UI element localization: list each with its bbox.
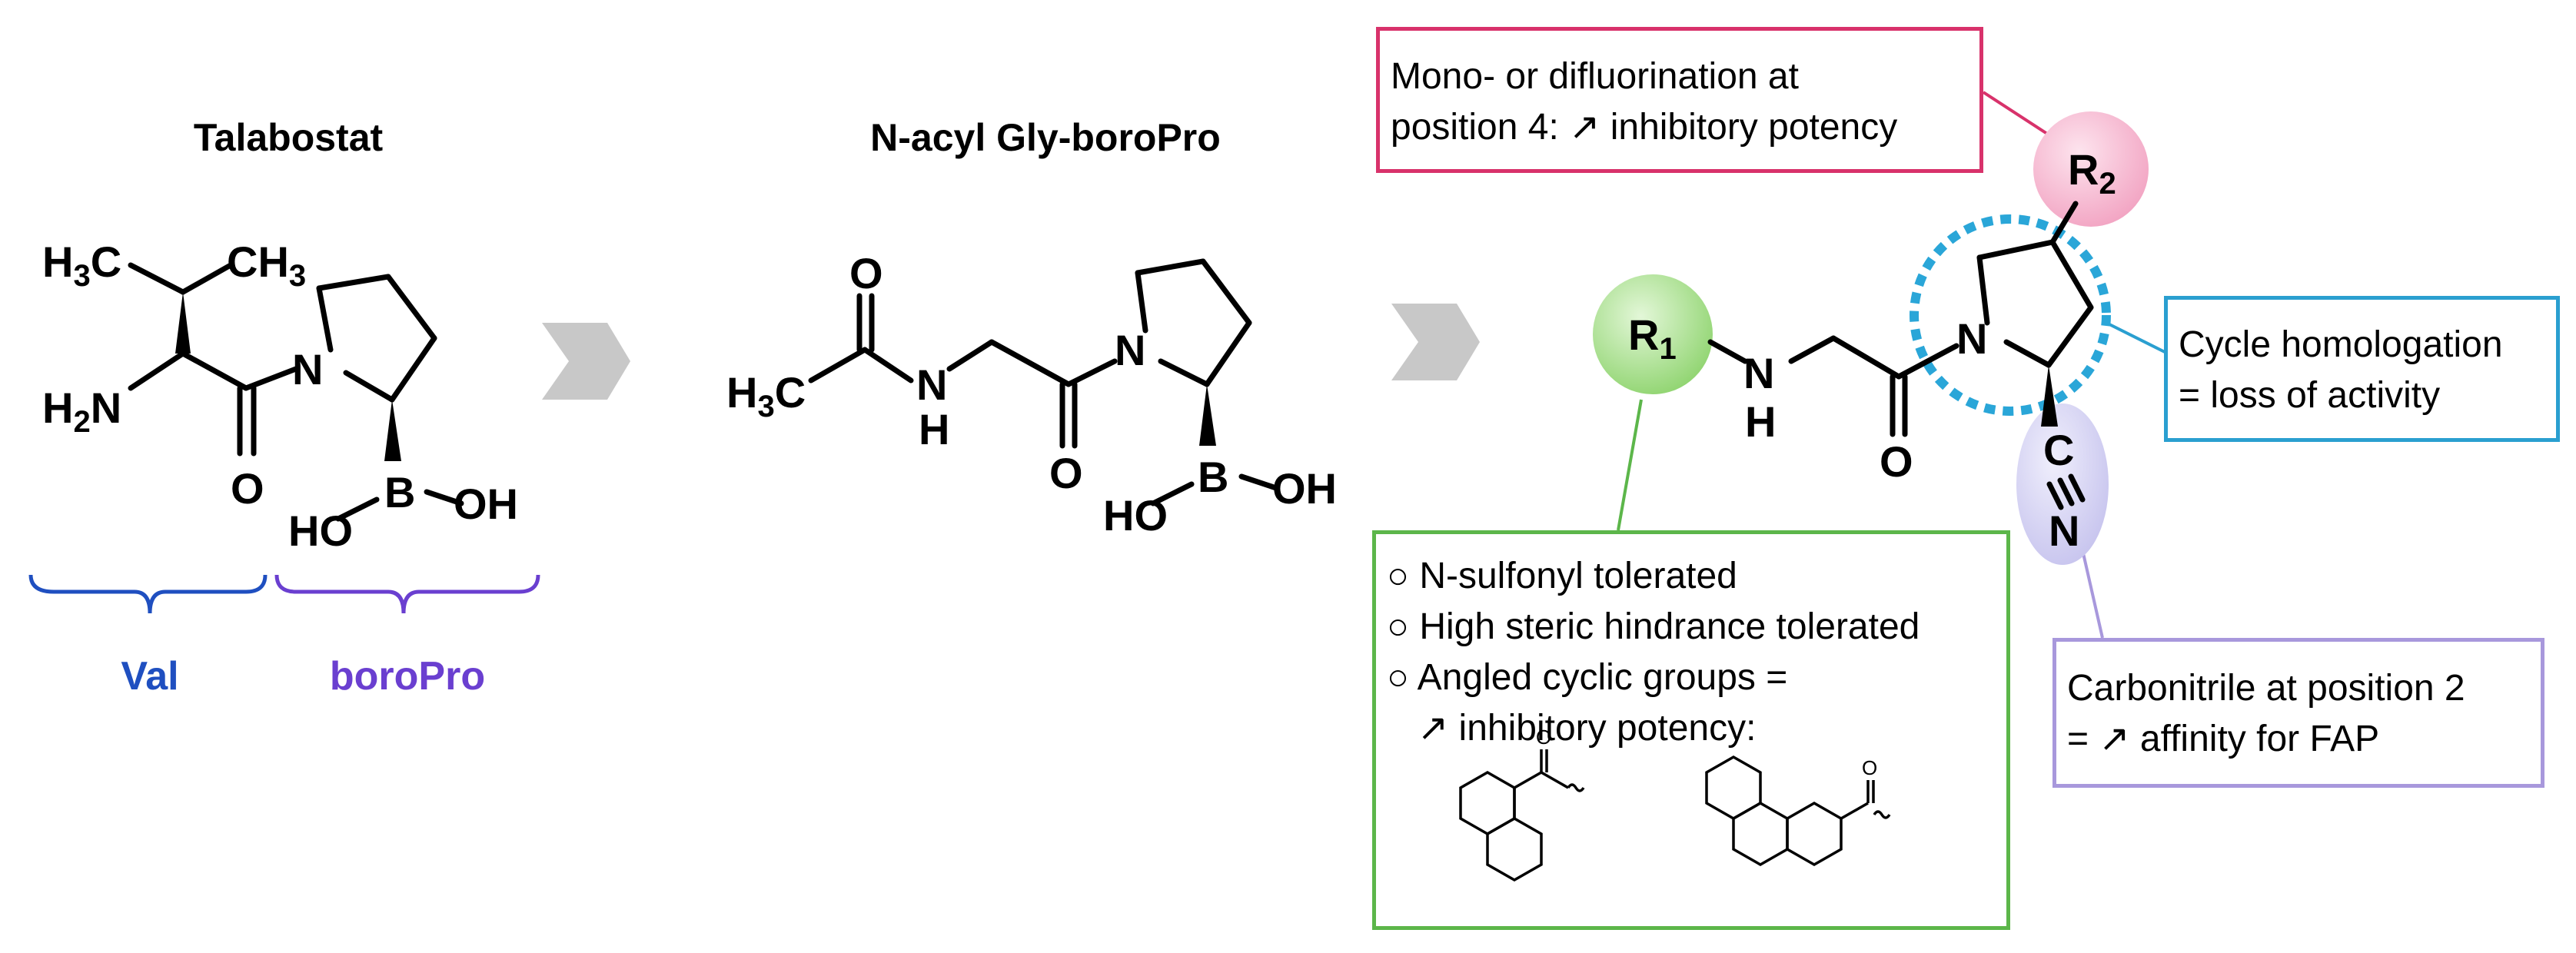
- pyrrolidine-highlight-ring: [1910, 214, 2111, 416]
- svg-text:H3C: H3C: [42, 237, 121, 293]
- homologation-line-2: = loss of activity: [2179, 375, 2441, 416]
- carbonitrile-box: Carbonitrile at position 2 = ↗ affinity …: [2052, 638, 2544, 788]
- svg-text:N: N: [916, 360, 947, 409]
- svg-text:O: O: [849, 249, 883, 297]
- svg-text:B: B: [1198, 453, 1228, 501]
- nacyl-atom-labels: O H3C N H O N B HO OH: [726, 249, 1337, 540]
- connector-homologation: [2106, 321, 2169, 355]
- svg-text:CH3: CH3: [227, 237, 306, 293]
- svg-text:N: N: [292, 345, 323, 393]
- val-bracket: [28, 574, 268, 614]
- svg-text:H2N: H2N: [42, 384, 121, 439]
- svg-text:H: H: [919, 405, 949, 453]
- r1-line-3: ○ Angled cyclic groups =: [1387, 657, 1788, 698]
- val-label: Val: [121, 654, 179, 699]
- fluorination-line-2: position 4: ↗ inhibitory potency: [1391, 107, 1898, 148]
- r2-substituent-circle: [2033, 111, 2149, 227]
- homologation-box: Cycle homologation = loss of activity: [2164, 296, 2560, 442]
- svg-text:C: C: [2043, 426, 2074, 474]
- svg-text:R2: R2: [2068, 145, 2116, 201]
- svg-text:OH: OH: [1272, 464, 1337, 513]
- nacyl-structure: [808, 258, 1279, 506]
- talabostat-structure: [128, 262, 464, 522]
- homologation-line-1: Cycle homologation: [2179, 324, 2503, 365]
- sar-atom-labels: R1 R2 N H O N C N: [1628, 145, 2116, 555]
- carbonitrile-line-1: Carbonitrile at position 2: [2067, 668, 2465, 709]
- transition-arrow-1: [542, 323, 630, 400]
- svg-text:N: N: [1743, 349, 1774, 397]
- r1-substituent-circle: [1593, 274, 1713, 394]
- fluorination-box: Mono- or difluorination at position 4: ↗…: [1376, 27, 1983, 173]
- svg-text:HO: HO: [1103, 491, 1168, 540]
- talabostat-title: Talabostat: [193, 116, 384, 159]
- boropro-bracket: [274, 574, 540, 614]
- carbonitrile-line-2: = ↗ affinity for FAP: [2067, 719, 2380, 759]
- connector-r1: [1617, 399, 1643, 531]
- svg-text:R1: R1: [1628, 310, 1677, 366]
- boropro-label: boroPro: [329, 654, 486, 699]
- fluorination-line-1: Mono- or difluorination at: [1391, 56, 1799, 97]
- svg-text:N: N: [1956, 314, 1987, 363]
- sar-wedge: [2041, 365, 2058, 427]
- svg-text:HO: HO: [288, 506, 353, 555]
- svg-text:OH: OH: [454, 480, 518, 528]
- svg-text:O: O: [1880, 437, 1913, 486]
- nacyl-title: N-acyl Gly-boroPro: [870, 116, 1221, 159]
- biphenyl-oxygen: O: [1862, 756, 1877, 779]
- r1-line-4: ↗ inhibitory potency:: [1418, 708, 1757, 749]
- r1-box: ○ N-sulfonyl tolerated ○ High steric hin…: [1372, 530, 2010, 930]
- naphthyl-fragment: [1459, 749, 1585, 882]
- talabostat-atom-labels: H3C CH3 H2N O N B HO OH: [42, 237, 518, 555]
- sar-structure-bonds: [1707, 201, 2094, 510]
- svg-text:O: O: [1049, 449, 1083, 497]
- svg-text:N: N: [1115, 326, 1145, 374]
- biphenyl-fragment: [1705, 755, 1891, 867]
- svg-text:H: H: [1745, 397, 1776, 446]
- transition-arrow-2: [1391, 304, 1480, 380]
- r1-line-2: ○ High steric hindrance tolerated: [1387, 606, 1920, 647]
- svg-text:B: B: [384, 468, 415, 516]
- svg-text:N: N: [2049, 506, 2079, 555]
- r1-line-1: ○ N-sulfonyl tolerated: [1387, 556, 1737, 596]
- naphthyl-oxygen: O: [1536, 726, 1551, 749]
- connector-carbonitrile: [2082, 553, 2104, 639]
- svg-text:O: O: [231, 464, 264, 513]
- svg-text:H3C: H3C: [726, 368, 806, 423]
